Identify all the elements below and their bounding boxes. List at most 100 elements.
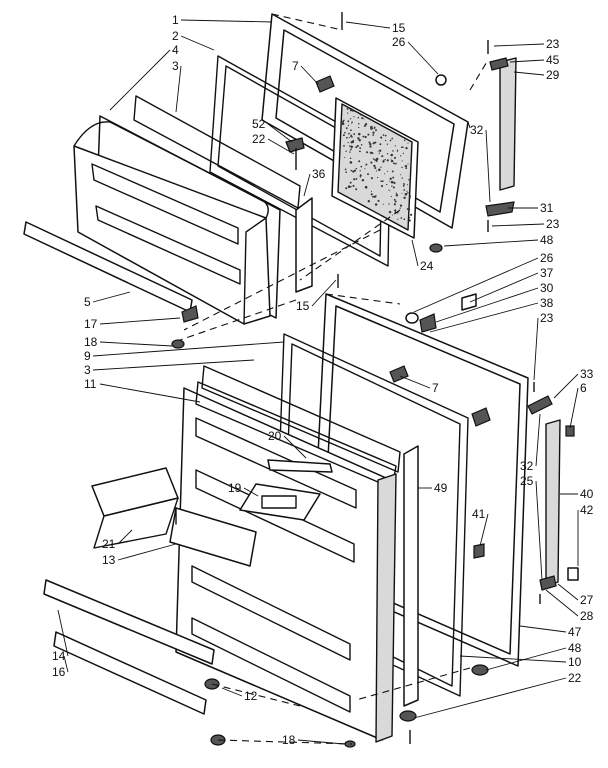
leader-line-c48b xyxy=(485,647,567,671)
callout-c3a: 3 xyxy=(172,59,179,73)
leader-line-c47 xyxy=(519,625,567,633)
callout-c6: 6 xyxy=(580,381,587,395)
leader-line-c19 xyxy=(243,487,259,497)
callout-c15b: 15 xyxy=(296,299,310,313)
callout-c18b: 18 xyxy=(282,733,296,747)
leader-line-c41 xyxy=(479,513,489,547)
callout-leader-lines xyxy=(57,19,579,745)
leader-line-c28 xyxy=(545,589,579,617)
callout-c20: 20 xyxy=(268,429,282,443)
callout-c15a: 15 xyxy=(392,21,406,35)
leader-line-c6 xyxy=(569,387,579,429)
leader-line-c52 xyxy=(267,123,293,143)
leader-line-c27 xyxy=(557,583,579,601)
callout-c23b: 23 xyxy=(546,217,560,231)
callout-c49: 49 xyxy=(434,481,448,495)
leader-line-c9 xyxy=(92,341,285,357)
callout-c12: 12 xyxy=(244,689,258,703)
leader-line-c14 xyxy=(57,609,69,657)
leader-line-c22a xyxy=(267,138,295,155)
leader-line-c15a xyxy=(345,21,391,29)
callout-c29: 29 xyxy=(546,68,560,82)
leader-line-c18a xyxy=(99,341,173,347)
callout-c22a: 22 xyxy=(252,132,266,146)
leader-line-c23a xyxy=(493,43,545,47)
leader-line-c7b xyxy=(399,375,431,389)
leader-line-c1 xyxy=(180,19,273,23)
leader-line-c15b xyxy=(311,279,337,307)
leader-line-c22b xyxy=(413,677,567,719)
callout-c17: 17 xyxy=(84,317,98,331)
callout-c7b: 7 xyxy=(432,381,439,395)
freezer-door-gasket xyxy=(209,55,391,267)
callout-c41: 41 xyxy=(472,507,486,521)
callout-c45: 45 xyxy=(546,53,560,67)
callout-c27: 27 xyxy=(580,593,594,607)
callout-c1: 1 xyxy=(172,13,179,27)
freezer-door-trim-strip xyxy=(295,197,313,293)
leader-line-c25 xyxy=(535,480,543,581)
callout-c28: 28 xyxy=(580,609,594,623)
leader-line-c18b xyxy=(297,739,345,745)
callout-c18a: 18 xyxy=(84,335,98,349)
leader-line-c16 xyxy=(63,655,69,673)
callout-c31: 31 xyxy=(540,201,554,215)
leader-line-c33 xyxy=(553,373,579,399)
freezer-screws xyxy=(295,12,489,288)
leader-line-c3a xyxy=(175,65,182,113)
shelf-bins xyxy=(91,467,257,567)
leader-line-c30 xyxy=(435,287,539,323)
callout-c9: 9 xyxy=(84,349,91,363)
callout-c22b: 22 xyxy=(568,671,582,685)
leader-line-c2 xyxy=(180,35,215,51)
callout-c48a: 48 xyxy=(540,233,554,247)
callout-c26b: 26 xyxy=(540,251,554,265)
callout-c10: 10 xyxy=(568,655,582,669)
callout-c32b: 32 xyxy=(520,459,534,473)
freezer-liner-shelves xyxy=(73,121,271,325)
callout-c26a: 26 xyxy=(392,35,406,49)
freezer-handle-assembly xyxy=(429,57,517,253)
callout-c33: 33 xyxy=(580,367,594,381)
fresh-food-liner-shelves xyxy=(191,417,357,713)
leader-line-c45 xyxy=(509,59,545,63)
callout-c13: 13 xyxy=(102,553,116,567)
callout-c21: 21 xyxy=(102,537,116,551)
leader-line-c26a xyxy=(407,41,439,75)
callout-c3b: 3 xyxy=(84,363,91,377)
fresh-food-door-trim-strip xyxy=(403,445,419,707)
callout-c24: 24 xyxy=(420,259,434,273)
callout-c52: 52 xyxy=(252,117,266,131)
leader-line-c26b xyxy=(413,257,539,313)
leader-line-c38 xyxy=(429,302,539,333)
fresh-food-hinge-parts xyxy=(204,293,491,748)
callout-c5: 5 xyxy=(84,295,91,309)
leader-line-c12 xyxy=(221,687,243,697)
callout-c48b: 48 xyxy=(568,641,582,655)
leader-line-c32a xyxy=(485,129,491,203)
callout-c7a: 7 xyxy=(292,59,299,73)
callout-c2: 2 xyxy=(172,29,179,43)
lower-shelf-rails xyxy=(43,579,215,715)
leader-line-c4 xyxy=(109,49,171,111)
leader-line-c11 xyxy=(99,383,201,403)
callout-c37: 37 xyxy=(540,266,554,280)
callout-c36: 36 xyxy=(312,167,326,181)
fresh-food-handle-assembly xyxy=(399,395,579,722)
callout-c19: 19 xyxy=(228,481,242,495)
freezer-hinge-parts xyxy=(171,75,335,349)
callout-c47: 47 xyxy=(568,625,582,639)
leader-line-c17 xyxy=(99,317,181,325)
leader-line-c29 xyxy=(513,71,545,76)
leader-line-c10 xyxy=(459,655,567,663)
callout-c42: 42 xyxy=(580,503,594,517)
leader-line-c3b xyxy=(92,359,255,371)
callout-c38: 38 xyxy=(540,296,554,310)
leader-line-c20 xyxy=(283,435,307,459)
leader-line-c7a xyxy=(300,65,319,85)
callout-c23a: 23 xyxy=(546,37,560,51)
leader-line-c36 xyxy=(303,173,311,197)
callout-c25: 25 xyxy=(520,474,534,488)
